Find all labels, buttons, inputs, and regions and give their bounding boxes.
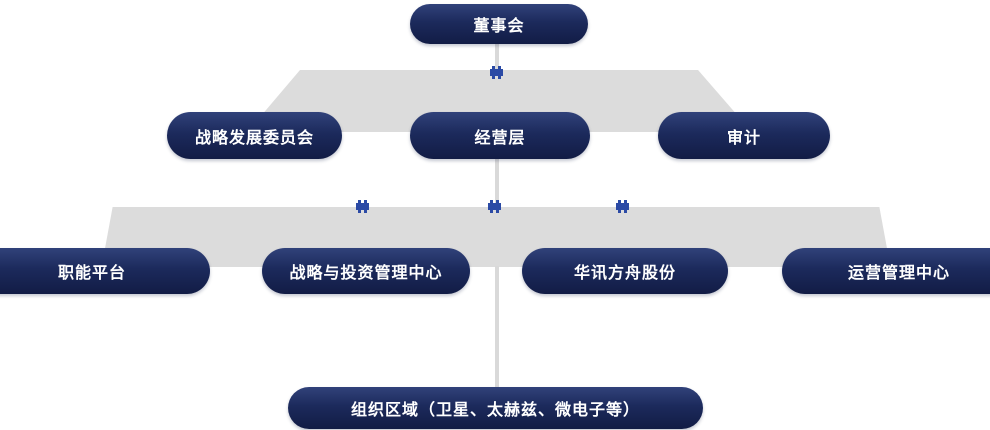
org-node-strategy-committee: 战略发展委员会 [167, 112, 342, 159]
org-node-label: 审计 [726, 129, 761, 147]
org-node-label: 战略与投资管理中心 [289, 265, 443, 282]
cross-icon [356, 200, 369, 213]
org-node-audit: 审计 [658, 112, 830, 159]
org-node-label: 华讯方舟股份 [573, 265, 676, 282]
cross-icon [490, 66, 503, 79]
org-node-strategy-investment-center: 战略与投资管理中心 [262, 248, 470, 294]
org-node-label: 经营层 [474, 129, 526, 147]
connector-line-management-to-band [495, 158, 499, 208]
org-node-label: 战略发展委员会 [194, 129, 314, 147]
connector-line-band-to-region [495, 266, 499, 389]
connector-line-board-to-band [495, 40, 499, 72]
cross-icon [616, 200, 629, 213]
org-node-operations-center: 运营管理中心 [782, 248, 990, 294]
org-node-label: 董事会 [473, 18, 525, 35]
org-node-label: 职能平台 [57, 265, 126, 282]
org-node-functional-platform: 职能平台 [0, 248, 210, 294]
org-node-label: 组织区域（卫星、太赫兹、微电子等） [350, 402, 640, 419]
org-node-organization-regions: 组织区域（卫星、太赫兹、微电子等） [288, 387, 703, 429]
org-node-board-of-directors: 董事会 [410, 4, 588, 44]
cross-icon [488, 200, 501, 213]
connector-band-level-3 [104, 207, 888, 267]
org-node-label: 运营管理中心 [847, 265, 950, 282]
org-node-huaxun-ark-shares: 华讯方舟股份 [522, 248, 728, 294]
org-node-management-layer: 经营层 [410, 112, 590, 159]
